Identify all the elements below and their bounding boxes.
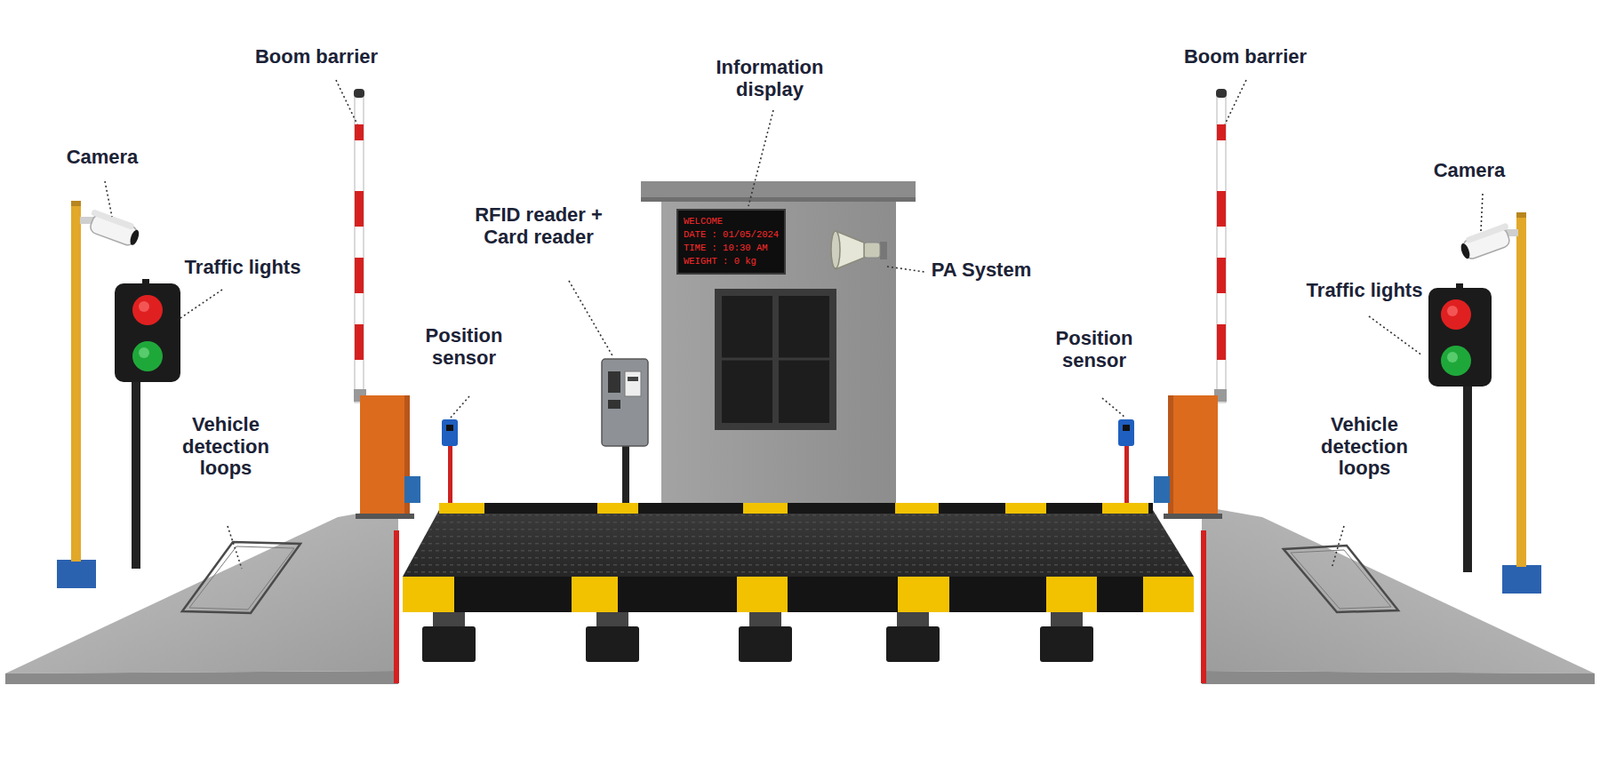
green-lamp: [132, 341, 163, 372]
reader-post: [622, 444, 630, 505]
sensor-stand: [448, 444, 453, 507]
sensor-stand: [1124, 444, 1129, 507]
callout-label: Vehicle detection loops: [1311, 414, 1418, 480]
led-display: WELCOMEDATE : 01/05/2024TIME : 10:30 AMW…: [676, 208, 786, 275]
callout-label: Vehicle detection loops: [172, 414, 280, 480]
traffic-light: [1428, 288, 1492, 387]
window: [721, 296, 773, 424]
callout-label: RFID reader + Card reader: [467, 204, 610, 248]
junction-box: [1153, 476, 1170, 504]
camera: [85, 208, 143, 248]
callout-label: PA System: [919, 259, 1044, 282]
callout-label: Boom barrier: [227, 46, 406, 69]
camera-post: [1516, 216, 1527, 568]
barrier-cabinet: [360, 395, 410, 516]
pa-horn: [831, 231, 888, 270]
callout-label: Traffic lights: [158, 256, 328, 280]
ramp: [1201, 506, 1595, 674]
ramp: [5, 506, 399, 674]
loop: [182, 542, 301, 614]
red-lamp: [132, 295, 163, 326]
camera-base: [56, 560, 96, 589]
ramp-face: [1201, 671, 1595, 685]
signal-pole: [131, 380, 141, 569]
callout-label: Position sensor: [413, 325, 516, 369]
loop: [1290, 550, 1392, 609]
camera: [1457, 223, 1515, 263]
callout-label: Camera: [40, 146, 165, 169]
callout-label: Boom barrier: [1156, 46, 1335, 69]
edge-strip: [1200, 530, 1207, 684]
traffic-light: [114, 283, 181, 383]
barrier-cabinet: [1168, 395, 1218, 516]
weigh-deck: [402, 510, 1194, 577]
position-sensor: [441, 419, 458, 447]
callout-label: Position sensor: [1043, 328, 1146, 372]
display-line: WELCOME: [683, 215, 779, 229]
deck-beam: [402, 576, 1194, 613]
camera-post: [1516, 212, 1527, 218]
camera-base: [1502, 565, 1542, 594]
rfid-reader: [601, 359, 648, 447]
green-lamp: [1440, 345, 1472, 376]
junction-box: [404, 476, 421, 504]
boom-arm: [354, 91, 364, 403]
edge-strip: [393, 530, 400, 684]
load-cell: [422, 612, 1094, 663]
window: [778, 296, 830, 424]
display-line: DATE : 01/05/2024: [683, 228, 779, 242]
callout-label: Camera: [1407, 160, 1532, 183]
cabin: [661, 201, 896, 505]
display-line: TIME : 10:30 AM: [683, 241, 779, 256]
signal-pole: [1463, 384, 1472, 573]
window: [714, 288, 837, 431]
traffic-light: [142, 279, 150, 287]
leader-lines: [104, 80, 1483, 569]
deck-rail: [439, 503, 1153, 514]
callout-label: Traffic lights: [1280, 280, 1449, 303]
red-lamp: [1440, 299, 1472, 330]
callout-label: Information display: [707, 56, 832, 101]
cabin-roof: [640, 181, 916, 202]
position-sensor: [1118, 419, 1135, 447]
camera-post: [71, 204, 81, 562]
loop: [1283, 545, 1399, 613]
loop: [189, 546, 295, 610]
ramp-face: [5, 671, 399, 685]
camera-post: [71, 200, 81, 207]
display-line: WEIGHT : 0 kg: [683, 255, 779, 269]
traffic-light: [1456, 283, 1464, 291]
boom-arm: [1216, 91, 1226, 403]
